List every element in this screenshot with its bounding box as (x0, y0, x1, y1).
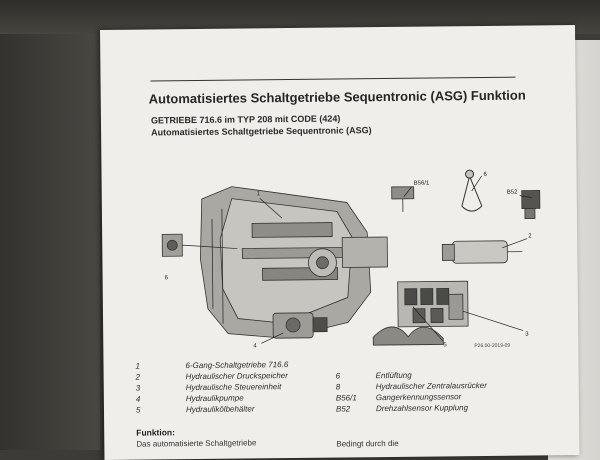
legend-text: Hydraulischer Zentralausrücker (376, 381, 487, 391)
callout-4: 4 (253, 343, 257, 349)
legend-text: Hydraulikpumpe (186, 394, 244, 404)
legend-text: Hydraulikölbehälter (186, 404, 255, 414)
legend-num: 5 (136, 406, 141, 415)
callout-6-top: 6 (484, 172, 488, 178)
page-title: Automatisiertes Schaltgetriebe Sequentro… (149, 88, 526, 107)
legend-text: Drehzahlsensor Kupplung (376, 403, 468, 413)
legend-text: Hydraulischer Druckspeicher (186, 371, 288, 381)
legend-text: 6-Gang-Schaltgetriebe 716.6 (185, 360, 288, 370)
page-subtitle-1: GETRIEBE 716.6 im TYP 208 mit CODE (424) (151, 113, 341, 125)
callout-6-left: 6 (165, 275, 169, 281)
vent-left (162, 234, 182, 256)
page-subtitle-2: Automatisiertes Schaltgetriebe Sequentro… (151, 125, 372, 137)
clutch-sensor-b52 (522, 190, 540, 218)
legend-num: B52 (336, 404, 350, 413)
transmission-diagram: 1 B56/1 6 B52 2 6 3 4 5 (141, 135, 543, 351)
callout-5: 5 (443, 342, 447, 348)
manual-page: Automatisiertes Schaltgetriebe Sequentro… (100, 25, 579, 460)
legend-text: Entlüftung (376, 371, 412, 380)
legend-num: 3 (136, 384, 141, 393)
pressure-accumulator (442, 241, 522, 264)
legend: 1 6-Gang-Schaltgetriebe 716.6 2 Hydrauli… (135, 358, 526, 422)
gear-sensor-b56 (392, 187, 414, 212)
callout-2: 2 (528, 233, 532, 239)
callout-b56-1: B56/1 (414, 181, 430, 187)
legend-num: 6 (336, 372, 341, 381)
funktion-text-right: Bedingt durch die (336, 439, 398, 449)
legend-num: B56/1 (336, 393, 357, 402)
legend-text: Gangerkennungssensor (376, 392, 461, 402)
legend-num: 1 (135, 362, 140, 371)
funktion-text-left: Das automatisierte Schaltgetriebe (136, 438, 256, 448)
funktion-heading: Funktion: (136, 427, 175, 437)
legend-num: 2 (136, 373, 141, 382)
legend-text: Hydraulische Steuereinheit (186, 382, 282, 392)
legend-num: 4 (136, 395, 141, 404)
callout-b52: B52 (507, 190, 518, 196)
figure-code: P26.00-2019-09 (474, 343, 510, 349)
hydraulic-control-unit (398, 281, 468, 327)
header-rule (151, 77, 516, 82)
background-left (0, 0, 100, 450)
legend-num: 8 (336, 383, 341, 392)
callout-3: 3 (525, 332, 529, 338)
